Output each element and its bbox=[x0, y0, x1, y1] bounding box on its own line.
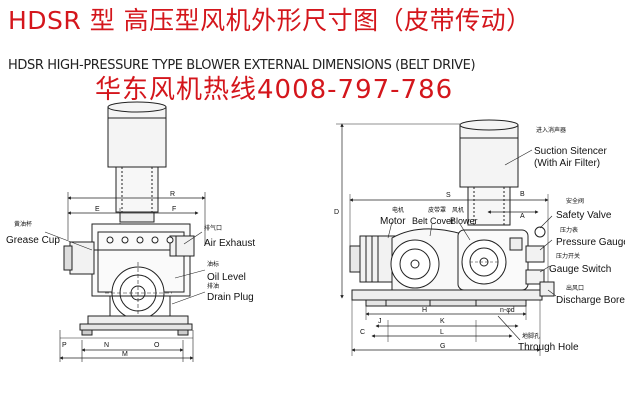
leader-grease-cup bbox=[44, 231, 93, 251]
label-grease-cup-cn: 黄油杯 bbox=[14, 220, 32, 228]
right-silencer bbox=[459, 119, 519, 226]
hotline-text: 华东风机热线4008-797-786 bbox=[95, 75, 454, 105]
label-drain-plug-cn: 排油 bbox=[207, 282, 219, 290]
left-base bbox=[79, 315, 193, 336]
leader-gauge-switch bbox=[539, 265, 551, 273]
left-side-view bbox=[44, 101, 206, 362]
right-front-view bbox=[336, 119, 557, 356]
dim-R: R bbox=[170, 191, 175, 198]
right-base bbox=[351, 281, 555, 307]
label-suction-silencer-1: Suction Sitencer bbox=[534, 146, 607, 157]
leader-drain-plug bbox=[171, 291, 206, 305]
left-blower-body bbox=[63, 223, 195, 325]
dim-N: N bbox=[104, 342, 109, 349]
leader-motor bbox=[387, 221, 393, 239]
label-belt-cover: Belt Cover bbox=[412, 216, 454, 226]
dim-K: K bbox=[440, 318, 445, 325]
leader-pressure-gauge bbox=[539, 239, 553, 251]
label-grease-cup: Grease Cup bbox=[6, 235, 60, 246]
label-gauge-switch-cn: 压力开关 bbox=[556, 252, 580, 260]
dim-n-holes: n-φd bbox=[500, 307, 515, 314]
label-air-exhaust: Air Exhaust bbox=[204, 238, 255, 249]
dim-S: S bbox=[446, 192, 451, 199]
label-suction-silencer-2: (With Air Filter) bbox=[534, 158, 600, 169]
leader-suction-silencer bbox=[504, 149, 533, 166]
left-silencer bbox=[107, 101, 167, 223]
label-blower-cn: 风机 bbox=[452, 206, 464, 214]
label-through-hole: Through Hole bbox=[518, 342, 579, 353]
dim-B: B bbox=[520, 191, 525, 198]
right-blower bbox=[457, 226, 546, 291]
label-suction-silencer-cn: 进入消声器 bbox=[536, 126, 566, 134]
label-discharge-bore: Discharge Bore bbox=[556, 295, 625, 306]
title-english: HDSR HIGH-PRESSURE TYPE BLOWER EXTERNAL … bbox=[8, 58, 476, 73]
dim-H: H bbox=[422, 307, 427, 314]
leader-discharge-bore bbox=[547, 289, 557, 297]
label-through-hole-cn: 地脚孔 bbox=[522, 332, 540, 340]
label-pressure-gauge: Pressure Gauge bbox=[556, 237, 625, 248]
title-chinese: HDSR 型 高压型风机外形尺寸图（皮带传动） bbox=[8, 6, 532, 35]
dim-P: P bbox=[62, 342, 67, 349]
dim-M: M bbox=[122, 351, 128, 358]
dim-L: L bbox=[440, 329, 444, 336]
leader-belt-cover bbox=[429, 223, 433, 237]
dim-F: F bbox=[172, 206, 176, 213]
label-motor-cn: 电机 bbox=[392, 206, 404, 214]
dim-C: C bbox=[360, 329, 365, 336]
dim-J: J bbox=[378, 318, 382, 325]
label-motor: Motor bbox=[380, 216, 406, 227]
label-blower: Blower bbox=[450, 216, 478, 226]
leader-air-exhaust bbox=[183, 231, 203, 245]
label-safety-valve-cn: 安全阀 bbox=[566, 197, 584, 205]
label-pressure-gauge-cn: 压力表 bbox=[560, 226, 578, 234]
label-gauge-switch: Gauge Switch bbox=[549, 264, 611, 275]
leader-oil-level bbox=[174, 269, 206, 279]
dim-G: G bbox=[440, 343, 445, 350]
leader-through-hole bbox=[497, 315, 521, 341]
dim-A: A bbox=[520, 213, 525, 220]
right-belt-cover bbox=[390, 228, 471, 299]
label-discharge-bore-cn: 出风口 bbox=[566, 284, 584, 292]
leader-blower bbox=[459, 223, 471, 241]
label-belt-cover-cn: 皮带罩 bbox=[428, 206, 446, 214]
label-safety-valve: Safety Valve bbox=[556, 210, 612, 221]
dim-D: D bbox=[334, 209, 339, 216]
label-oil-level-cn: 油标 bbox=[207, 260, 219, 268]
leader-safety-valve bbox=[539, 215, 553, 229]
dim-O: O bbox=[154, 342, 160, 349]
label-air-exhaust-cn: 排气口 bbox=[204, 224, 222, 232]
dim-E: E bbox=[95, 206, 100, 213]
label-oil-level: Oil Level bbox=[207, 272, 246, 283]
label-drain-plug: Drain Plug bbox=[207, 292, 254, 303]
